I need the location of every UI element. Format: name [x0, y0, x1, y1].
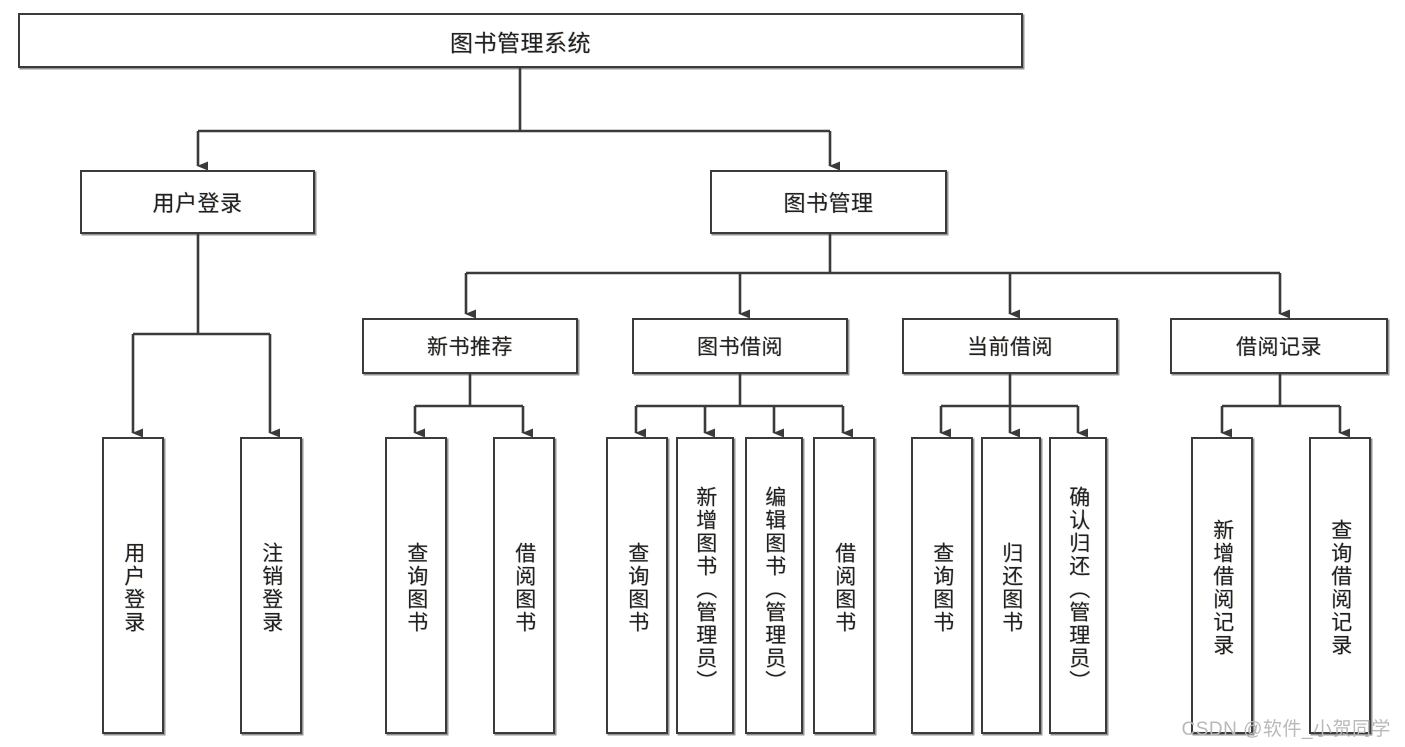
node-label-book-manage: 图书管理 [783, 191, 874, 216]
node-leaf-book-borrow-edit[interactable]: 编辑图书（管理员） [745, 437, 803, 734]
node-label-root: 图书管理系统 [450, 29, 591, 56]
node-leaf-borrow-record-add[interactable]: 新增借阅记录 [1191, 437, 1253, 734]
node-book-borrow[interactable]: 图书借阅 [632, 318, 848, 374]
node-label-book-borrow: 图书借阅 [697, 336, 783, 359]
node-label-user-login: 用户登录 [152, 191, 243, 216]
node-user-login[interactable]: 用户登录 [80, 170, 315, 234]
node-leaf-book-borrow-add[interactable]: 新增图书（管理员） [676, 437, 734, 734]
node-label-new-book-recommend: 新书推荐 [427, 336, 513, 359]
node-label-leaf-current-borrow-return: 归还图书 [999, 541, 1023, 634]
node-label-borrow-record: 借阅记录 [1236, 336, 1322, 359]
node-leaf-current-borrow-return[interactable]: 归还图书 [981, 437, 1041, 734]
node-leaf-current-borrow-query[interactable]: 查询图书 [911, 437, 973, 734]
node-book-manage[interactable]: 图书管理 [710, 170, 947, 234]
node-leaf-user-login-signout[interactable]: 注销登录 [240, 437, 302, 734]
node-label-leaf-new-book-borrow: 借阅图书 [512, 541, 536, 634]
node-label-leaf-current-borrow-query: 查询图书 [930, 541, 954, 634]
node-root-system[interactable]: 图书管理系统 [18, 13, 1023, 68]
node-current-borrow[interactable]: 当前借阅 [902, 318, 1118, 374]
node-label-leaf-user-login-signin: 用户登录 [121, 541, 145, 634]
node-label-leaf-user-login-signout: 注销登录 [259, 541, 283, 634]
node-label-leaf-book-borrow-borrow: 借阅图书 [832, 541, 856, 634]
node-label-current-borrow: 当前借阅 [967, 336, 1053, 359]
node-leaf-book-borrow-query[interactable]: 查询图书 [606, 437, 668, 734]
node-label-leaf-borrow-record-add: 新增借阅记录 [1210, 518, 1234, 657]
connector-lines [131, 68, 1350, 438]
node-new-book-recommend[interactable]: 新书推荐 [362, 318, 578, 374]
node-label-leaf-new-book-query: 查询图书 [404, 541, 428, 634]
node-leaf-borrow-record-query[interactable]: 查询借阅记录 [1309, 437, 1371, 734]
node-leaf-user-login-signin[interactable]: 用户登录 [102, 437, 164, 734]
node-leaf-new-book-query[interactable]: 查询图书 [385, 437, 447, 734]
node-label-leaf-book-borrow-edit: 编辑图书（管理员） [762, 486, 786, 693]
watermark-csdn: CSDN @软件_小贺同学 [1181, 719, 1391, 740]
node-label-leaf-current-borrow-confirm: 确认归还（管理员） [1066, 486, 1090, 693]
node-label-leaf-borrow-record-query: 查询借阅记录 [1328, 518, 1352, 657]
node-leaf-new-book-borrow[interactable]: 借阅图书 [493, 437, 555, 734]
node-label-leaf-book-borrow-add: 新增图书（管理员） [693, 486, 717, 693]
node-label-leaf-book-borrow-query: 查询图书 [625, 541, 649, 634]
node-borrow-record[interactable]: 借阅记录 [1170, 318, 1388, 374]
node-leaf-book-borrow-borrow[interactable]: 借阅图书 [813, 437, 875, 734]
node-leaf-current-borrow-confirm[interactable]: 确认归还（管理员） [1049, 437, 1107, 734]
